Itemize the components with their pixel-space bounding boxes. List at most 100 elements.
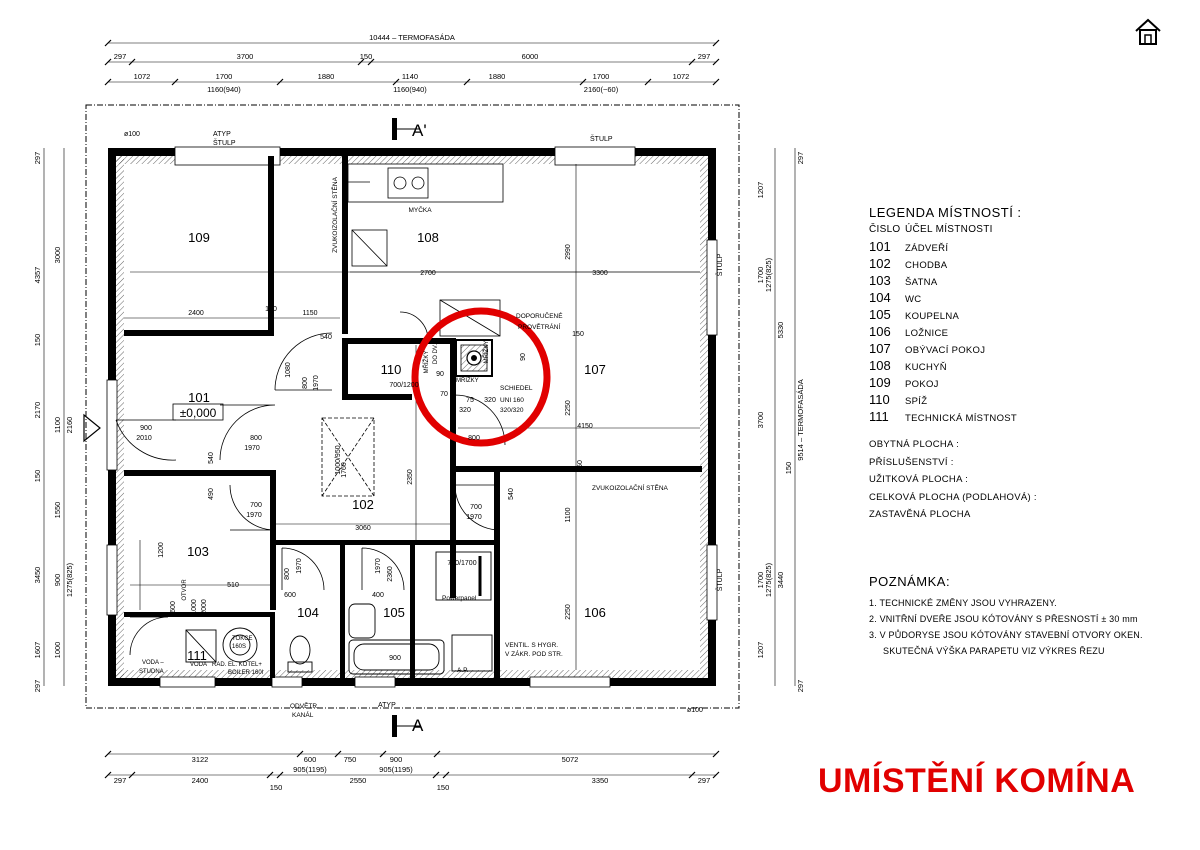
grille-label-2: MŘÍŽKY (482, 341, 490, 364)
room-103: 103 (187, 544, 209, 559)
dim-bottom-r1-0: 3122 (192, 755, 209, 764)
legend-item-number: 101 (869, 239, 891, 254)
idim: 2700 (420, 270, 436, 277)
bathroom-fixtures (185, 551, 493, 675)
powerpanel-label: Powerpanel (442, 595, 477, 602)
dim-left-1: 4357 (33, 267, 42, 284)
idim: 320 (484, 397, 496, 404)
idim: 150 (265, 306, 277, 313)
idim: 2250 (565, 400, 572, 416)
opening-label: OTVOR (182, 579, 188, 601)
door-swings (115, 311, 506, 656)
idim: 540 (320, 334, 332, 341)
level-value: ±0,000 (180, 406, 217, 420)
area-line: UŽITKOVÁ PLOCHA : (869, 474, 969, 485)
dim-top-r2-1: 1700 (216, 72, 233, 81)
idim: 800 (468, 435, 480, 442)
dim-top-r1-3: 6000 (522, 52, 539, 61)
legend-head-use: ÚČEL MÍSTNOSTI (905, 224, 993, 235)
idim: 600 (284, 592, 296, 599)
dim-overall-top: 10444 – TERMOFASÁDA (369, 33, 455, 42)
dim-bottom-r2-2: 150 (270, 783, 283, 792)
idim: 900 (389, 655, 401, 662)
legend-item-number: 102 (869, 256, 891, 271)
room-110: 110 (381, 362, 402, 377)
chimney-type: UNI 160 (500, 397, 524, 404)
dim-left-7: 297 (33, 680, 42, 693)
dim-right-i1: 1275(825) (764, 257, 773, 292)
section-top-label: A' (412, 121, 427, 140)
idim: 900 (140, 425, 152, 432)
idim: 1970 (244, 445, 260, 452)
dim-bottom-sub-0: 905(1195) (293, 765, 327, 774)
dim-right-1: 1207 (756, 182, 765, 199)
ventil-label-2: V ZÁKR. POD STR. (505, 649, 563, 658)
dims-left: 297 4357 150 2170 150 3450 1607 297 3000… (33, 152, 74, 693)
idim: 320 (459, 407, 471, 414)
stulp-top-left: ŠTULP (213, 138, 236, 147)
interior-dimension-texts: 2400 150 1150 2700 3300 2990 540 1080 80… (136, 244, 608, 662)
idim: 1970 (466, 514, 482, 521)
insulation-outline (85, 104, 740, 709)
room-numbers: 101 102 103 104 105 106 107 108 109 110 … (187, 230, 606, 663)
idim: 2010 (136, 435, 152, 442)
legend-item-name: LOŽNICE (905, 328, 949, 339)
dimension-ticks (104, 39, 720, 779)
dim-left-i1: 2160 (65, 417, 74, 434)
legend-item-number: 108 (869, 358, 891, 373)
ap-label: A.P. (457, 667, 469, 674)
idim: 3300 (592, 270, 608, 277)
dim-left-i3: 1550 (53, 502, 62, 519)
idim: 2350 (407, 469, 414, 485)
dim-top-r2-5: 1700 (593, 72, 610, 81)
dim-right-3: 9514 – TERMOFASÁDA (796, 379, 805, 461)
legend-item: 101 ZÁDVEŘÍ (869, 239, 1169, 256)
note-3: 3. V PŮDORYSE JSOU KÓTOVÁNY STAVEBNÍ OTV… (869, 630, 1143, 640)
idim: 4150 (577, 423, 593, 430)
legend-item-number: 103 (869, 273, 891, 288)
idim: 400 (372, 592, 384, 599)
idim: 540 (208, 452, 215, 464)
dim-left-0: 297 (33, 152, 42, 165)
stulp-top-right: ŠTULP (590, 134, 613, 143)
dim-left-i5: 1275(825) (65, 562, 74, 597)
idim: 700/1700 (447, 560, 476, 567)
dim-right-i2: 3700 (756, 412, 765, 429)
idim: 90 (436, 371, 444, 378)
dim-bottom-r1-3: 900 (390, 755, 403, 764)
dim-left-i4: 900 (53, 574, 62, 587)
note-2: 2. VNITŘNÍ DVEŘE JSOU KÓTOVÁNY S PŘESNOS… (869, 614, 1138, 624)
dim-right-i4: 1700 (756, 572, 765, 589)
idim: 90 (520, 353, 527, 361)
idim: 1150 (302, 310, 317, 317)
notes: POZNÁMKA: 1. TECHNICKÉ ZMĚNY JSOU VYHRAZ… (869, 574, 1143, 659)
headline: UMÍSTĚNÍ KOMÍNA (818, 762, 1136, 800)
dim-left-6: 1607 (33, 642, 42, 659)
chimney-brand: SCHIEDEL (500, 385, 533, 392)
dim-right-2: 5330 (776, 322, 785, 339)
dim-bottom-r2-3: 2550 (350, 776, 367, 785)
room-108: 108 (417, 230, 439, 245)
dim-top-r1-1: 3700 (237, 52, 254, 61)
pipe-top: ø100 (124, 131, 140, 138)
pipe-bottom: ø100 (687, 707, 703, 714)
legend-item-name: POKOJ (905, 379, 939, 390)
idim: 800 (284, 568, 291, 580)
home-icon[interactable] (1134, 17, 1162, 47)
sound-wall-1: ZVUKOIZOLAČNÍ STĚNA (330, 176, 339, 253)
idim: 600 (170, 601, 177, 613)
dishwasher-label: MYČKA (408, 205, 432, 214)
legend-item-name: ZÁDVEŘÍ (905, 243, 949, 254)
dim-bottom-r2-1: 2400 (192, 776, 209, 785)
tank-label: TOKCE (232, 636, 253, 642)
dim-top-r1-0: 297 (114, 52, 127, 61)
legend-item-name: ŠATNA (905, 277, 938, 288)
idim: 800 (250, 435, 262, 442)
grille-label-3: MŘÍŽKY (456, 376, 479, 384)
legend-title: LEGENDA MÍSTNOSTÍ : (869, 205, 1022, 220)
note-3-cont: SKUTEČNÁ VÝŠKA PARAPETU VIZ VÝKRES ŘEZU (883, 646, 1105, 656)
